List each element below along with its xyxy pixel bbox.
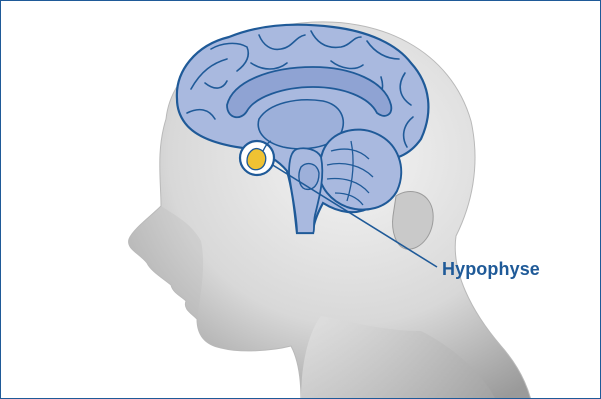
cerebellum — [319, 130, 401, 210]
hypophyse-label: Hypophyse — [442, 259, 540, 280]
pituitary-gland — [247, 149, 266, 170]
pons — [299, 164, 319, 190]
